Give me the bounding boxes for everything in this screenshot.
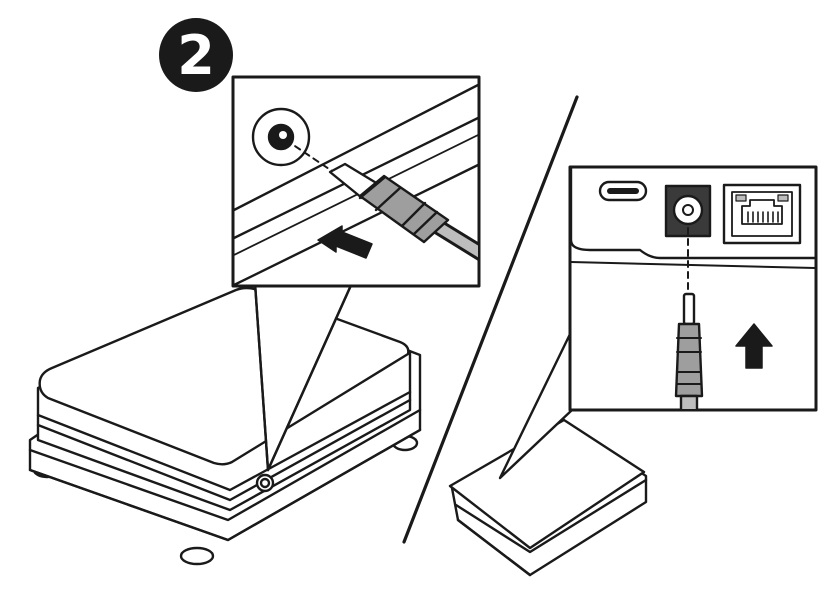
rear-ports-zoom-inset bbox=[568, 165, 818, 412]
scale-foot bbox=[179, 546, 215, 566]
large-scale-device bbox=[28, 286, 422, 566]
arrow-left-icon bbox=[317, 225, 373, 259]
arrow-up-icon bbox=[735, 323, 773, 369]
power-port-zoom-inset bbox=[231, 75, 481, 288]
step-number: 2 bbox=[177, 24, 215, 87]
step-badge bbox=[159, 18, 233, 92]
step-badge-icon: 2 bbox=[159, 18, 233, 92]
small-scale-device bbox=[448, 418, 648, 577]
divider-line bbox=[402, 95, 579, 544]
right-plug-body bbox=[674, 322, 704, 398]
right-plug-tip bbox=[682, 292, 696, 326]
